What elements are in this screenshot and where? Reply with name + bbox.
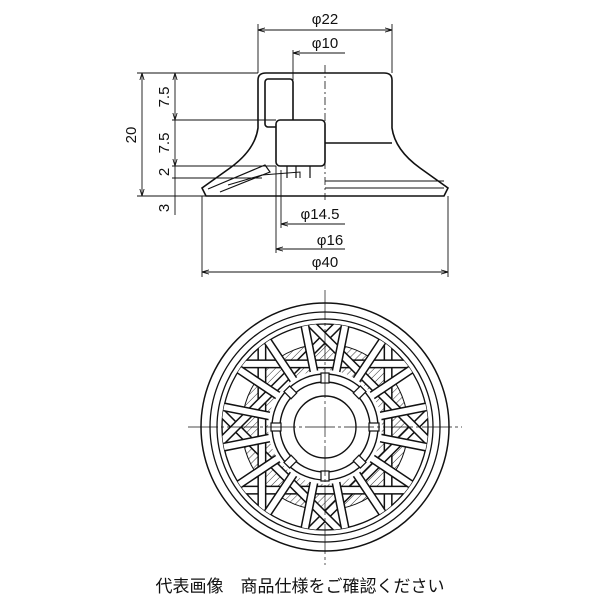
dim-phi10: φ10 xyxy=(312,35,338,52)
lattice-rib xyxy=(350,466,389,521)
lattice-rib xyxy=(331,475,350,530)
lattice-rib xyxy=(373,433,428,452)
lattice-rib xyxy=(231,452,286,491)
dim-height-7-5-top: 7.5 xyxy=(156,87,173,108)
lattice-rib xyxy=(222,433,277,452)
lattice-rib xyxy=(364,452,419,491)
dim-phi22: φ22 xyxy=(312,11,338,28)
lattice-rib xyxy=(222,402,277,421)
lattice-rib xyxy=(231,363,286,402)
bottom-view xyxy=(188,290,462,565)
hub-insert xyxy=(275,119,326,167)
side-view xyxy=(200,65,450,200)
hub-tab xyxy=(283,385,298,400)
dim-height-3: 3 xyxy=(156,204,173,212)
dimension-lines xyxy=(137,24,449,277)
hub-tab xyxy=(283,454,298,469)
dimension-labels: φ22 φ10 φ14.5 φ16 φ40 20 7.5 7.5 2 3 xyxy=(123,11,343,271)
dim-phi14-5: φ14.5 xyxy=(301,206,340,223)
caption: 代表画像 商品仕様をご確認ください xyxy=(155,577,445,597)
lattice-rib xyxy=(373,402,428,421)
dim-phi16: φ16 xyxy=(317,232,343,249)
lattice-rib xyxy=(331,324,350,379)
lattice-rib xyxy=(261,466,300,521)
lattice-rib xyxy=(364,363,419,402)
hub-tab xyxy=(352,385,367,400)
dim-height-20: 20 xyxy=(123,127,140,144)
dim-height-7-5-mid: 7.5 xyxy=(156,133,173,154)
lattice-rib xyxy=(303,324,428,449)
hub-tab xyxy=(352,454,367,469)
lattice-rib xyxy=(261,333,300,388)
lattice-rib xyxy=(350,333,389,388)
lattice-ribs xyxy=(222,324,428,530)
cup-body-outline xyxy=(200,72,450,197)
dim-phi40: φ40 xyxy=(312,254,338,271)
lattice-rib xyxy=(300,475,319,530)
dim-height-2: 2 xyxy=(156,168,173,176)
lattice-rib xyxy=(300,324,319,379)
